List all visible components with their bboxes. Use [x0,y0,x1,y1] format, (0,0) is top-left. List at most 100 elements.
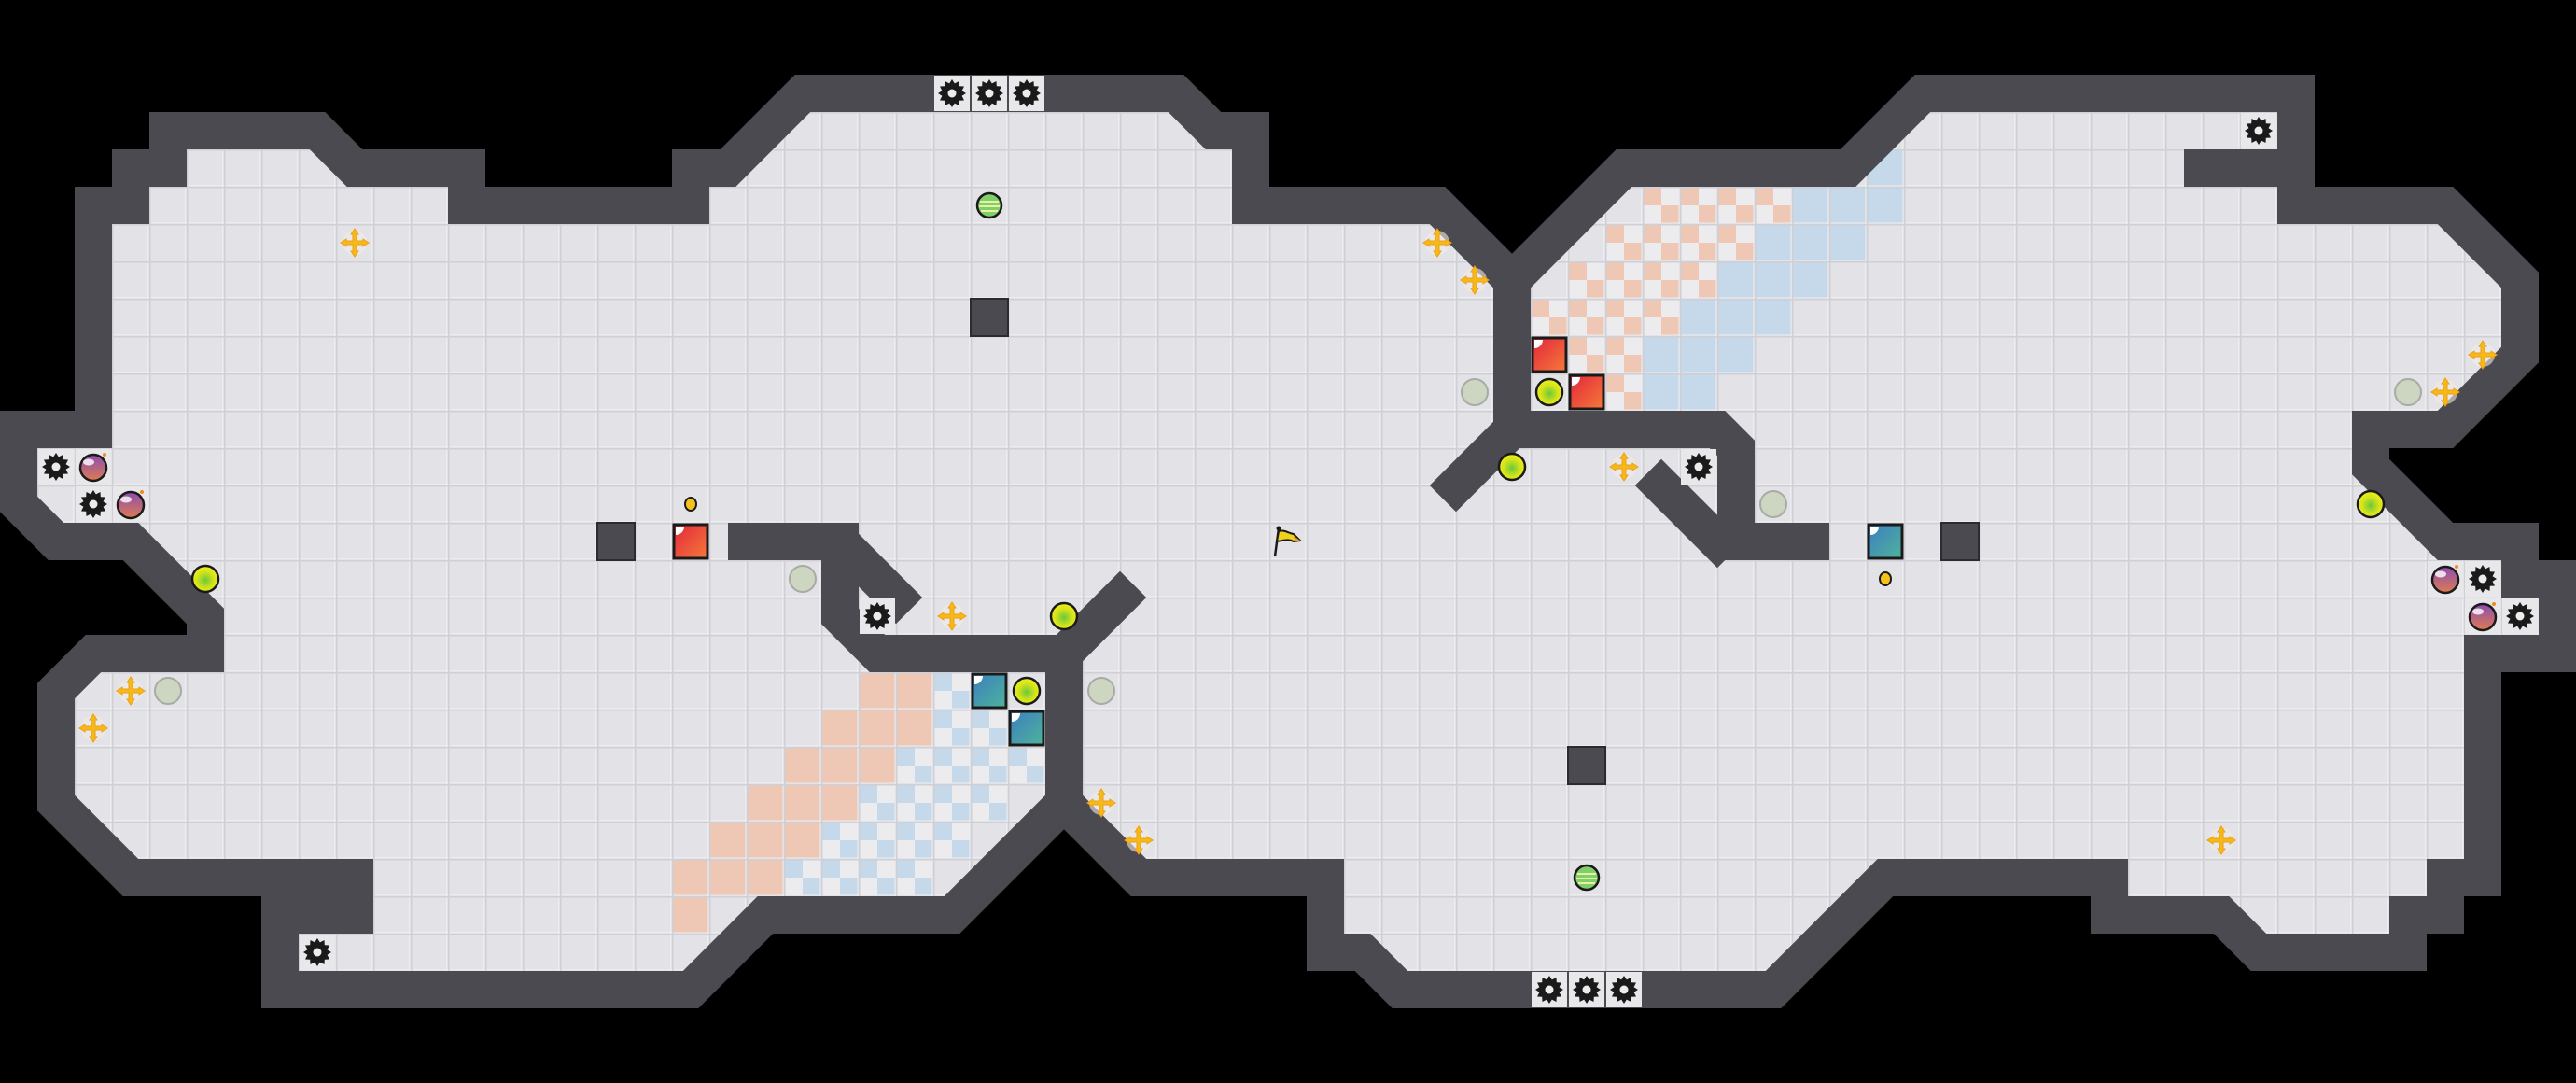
blue-checker-tile [934,673,970,709]
blue-tile [1718,300,1754,335]
items [38,76,2538,1007]
blue-checker-tile [897,823,932,858]
gear-icon [2502,598,2538,634]
red-crate-icon [1568,373,1605,411]
blue-tile [1756,225,1791,260]
peach-checker-tile [1718,188,1754,223]
peach-tile [860,710,895,746]
move-arrows-icon [937,601,967,631]
peach-tile [710,860,746,895]
floor-area [19,93,2557,990]
orb-icon [1012,676,1042,706]
inner-wall [1634,458,1744,569]
blue-tile [1793,262,1828,298]
move-arrows-icon [1086,788,1116,818]
blue-checker-tile [972,785,1007,821]
faded-orb-icon [1461,378,1489,406]
move-arrows-icon [2206,825,2236,855]
gear-icon [934,76,970,111]
orb-icon [2356,489,2386,519]
orb-icon [1049,601,1079,631]
faded-orb-icon [154,677,182,705]
peach-tile [673,860,708,895]
peach-tile [822,710,858,746]
peach-tile [710,823,746,858]
move-arrows-icon [116,676,146,706]
peach-tile [822,748,858,783]
peach-checker-tile [1681,225,1716,260]
peach-tile [897,673,932,709]
coin-icon [684,497,697,512]
blue-checker-tile [822,823,858,858]
move-arrows-icon [1460,265,1490,295]
orb-icon [1534,377,1564,407]
gear-icon [972,76,1007,111]
gear-icon [76,486,111,522]
peach-tile [785,785,820,821]
wall-block [970,298,1009,337]
coin-icon [1879,571,1892,586]
faded-orb-icon [1087,677,1115,705]
striped-orb-icon [1573,864,1601,892]
peach-checker-tile [1569,262,1604,298]
move-arrows-icon [1609,452,1639,482]
blue-tile [1644,374,1679,410]
blue-tile [1756,262,1791,298]
peach-tile [748,823,783,858]
blue-checker-tile [897,748,932,783]
inner-wall [1429,402,1539,513]
blue-checker-tile [822,860,858,895]
blue-tile [1681,374,1716,410]
peach-checker-tile [1606,300,1642,335]
blue-tile [1681,337,1716,373]
peach-checker-tile [1644,300,1679,335]
gear-icon [38,449,74,485]
peach-checker-tile [1718,225,1754,260]
peach-checker-tile [1681,188,1716,223]
blue-tile [1868,188,1903,223]
blue-checker-tile [972,748,1007,783]
orb-icon [190,564,220,594]
peach-tile [673,897,708,933]
peach-tile [822,785,858,821]
teal-crate-icon [1867,523,1904,560]
wall-block [1940,522,1980,561]
peach-checker-tile [1606,337,1642,373]
bomb-icon [2428,561,2463,597]
move-arrows-icon [1124,825,1154,855]
bomb-icon [2465,598,2500,634]
peach-checker-tile [1756,188,1791,223]
blue-checker-tile [972,710,1007,746]
gear-icon [1009,76,1044,111]
peach-tile [785,748,820,783]
walls [0,75,2576,1008]
peach-checker-tile [1606,225,1642,260]
blue-checker-tile [1009,748,1044,783]
outer-wall [0,75,2576,1008]
blue-tile [1644,337,1679,373]
wall-block [1567,746,1606,785]
peach-checker-tile [1606,262,1642,298]
peach-tile [785,823,820,858]
blue-checker-tile [860,785,895,821]
blue-checker-tile [785,860,820,895]
peach-checker-tile [1606,374,1642,410]
blue-tile [1830,188,1866,223]
blue-tile [1830,225,1866,260]
red-crate-icon [1531,336,1568,373]
gear-icon [2465,561,2500,597]
blue-checker-tile [860,823,895,858]
gear-icon [860,598,895,634]
floor-zones [673,150,1903,933]
blue-checker-tile [934,823,970,858]
move-arrows-icon [1422,228,1452,258]
orb-icon [1497,452,1527,482]
peach-checker-tile [1644,225,1679,260]
faded-orb-icon [2394,378,2422,406]
blue-checker-tile [860,860,895,895]
gear-icon [1606,972,1642,1007]
faded-orb-icon [789,565,817,593]
gear-icon [300,935,335,970]
peach-checker-tile [1569,300,1604,335]
